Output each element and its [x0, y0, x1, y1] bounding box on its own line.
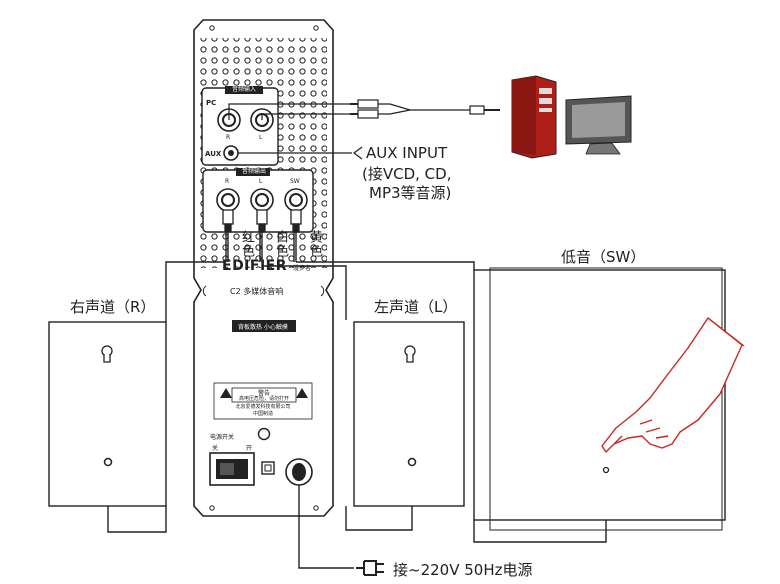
keyhole-icon-left — [404, 345, 416, 363]
made-in: 中国制造 — [252, 411, 273, 417]
heat-notice-box — [232, 320, 296, 332]
switch-off-label: 关 — [212, 445, 219, 452]
input-group-label: 音频输入 — [232, 86, 257, 93]
cable-white-label: 白色 — [273, 230, 288, 258]
computer-tower-icon — [511, 75, 557, 159]
monitor-icon — [565, 95, 632, 155]
model-name: C2 多媒体音响 — [230, 287, 284, 296]
power-plug-icon — [356, 560, 384, 576]
aux-input-sub2: MP3等音源) — [369, 184, 452, 202]
out-sw-label: SW — [290, 178, 300, 185]
pc-input-cables — [228, 99, 500, 120]
aux-input-label: AUX INPUT — [366, 144, 448, 162]
warning-body: 高电压危险，请勿打开 — [238, 396, 289, 402]
power-switch-label: 电源开关 — [210, 434, 235, 441]
pc-label: PC — [206, 99, 217, 107]
out-l-jack[interactable] — [250, 188, 274, 212]
pc-l-label: L — [259, 134, 263, 141]
warning-triangle-icon-right — [296, 388, 308, 398]
subwoofer-label: 低音（SW） — [561, 248, 646, 266]
out-sw-jack[interactable] — [284, 188, 308, 212]
out-r-jack[interactable] — [216, 188, 240, 212]
maker-name: 北京爱德发科技有限公司 — [235, 404, 291, 410]
keyhole-icon — [101, 345, 113, 363]
left-channel-label: 左声道（L） — [374, 298, 458, 316]
power-source-label: 接~220V 50Hz电源 — [393, 561, 533, 579]
warning-triangle-icon — [220, 388, 232, 398]
cable-yellow-label: 黄色 — [307, 230, 322, 258]
pointing-hand-icon — [601, 317, 745, 453]
heat-notice: 背板散热 小心触摸 — [238, 324, 288, 331]
brand-logo: EDIFIER — [222, 258, 288, 274]
cable-red-label: 红色 — [239, 230, 254, 258]
output-group-label: 音频输出 — [242, 168, 267, 175]
switch-on-label: 开 — [246, 445, 253, 452]
out-l-label: L — [259, 178, 263, 185]
pc-r-label: R — [226, 134, 231, 141]
warning-title: 警告 — [257, 390, 270, 397]
brand-sub: 漫步者 — [293, 265, 312, 272]
subwoofer — [473, 267, 726, 531]
aux-pointer — [238, 146, 363, 160]
right-channel-label: 右声道（R） — [70, 298, 156, 316]
fuse-icon — [257, 427, 271, 441]
aux-input-sub1: (接VCD, CD, — [362, 165, 452, 183]
out-r-label: R — [225, 178, 230, 185]
aux-label: AUX — [205, 150, 222, 158]
